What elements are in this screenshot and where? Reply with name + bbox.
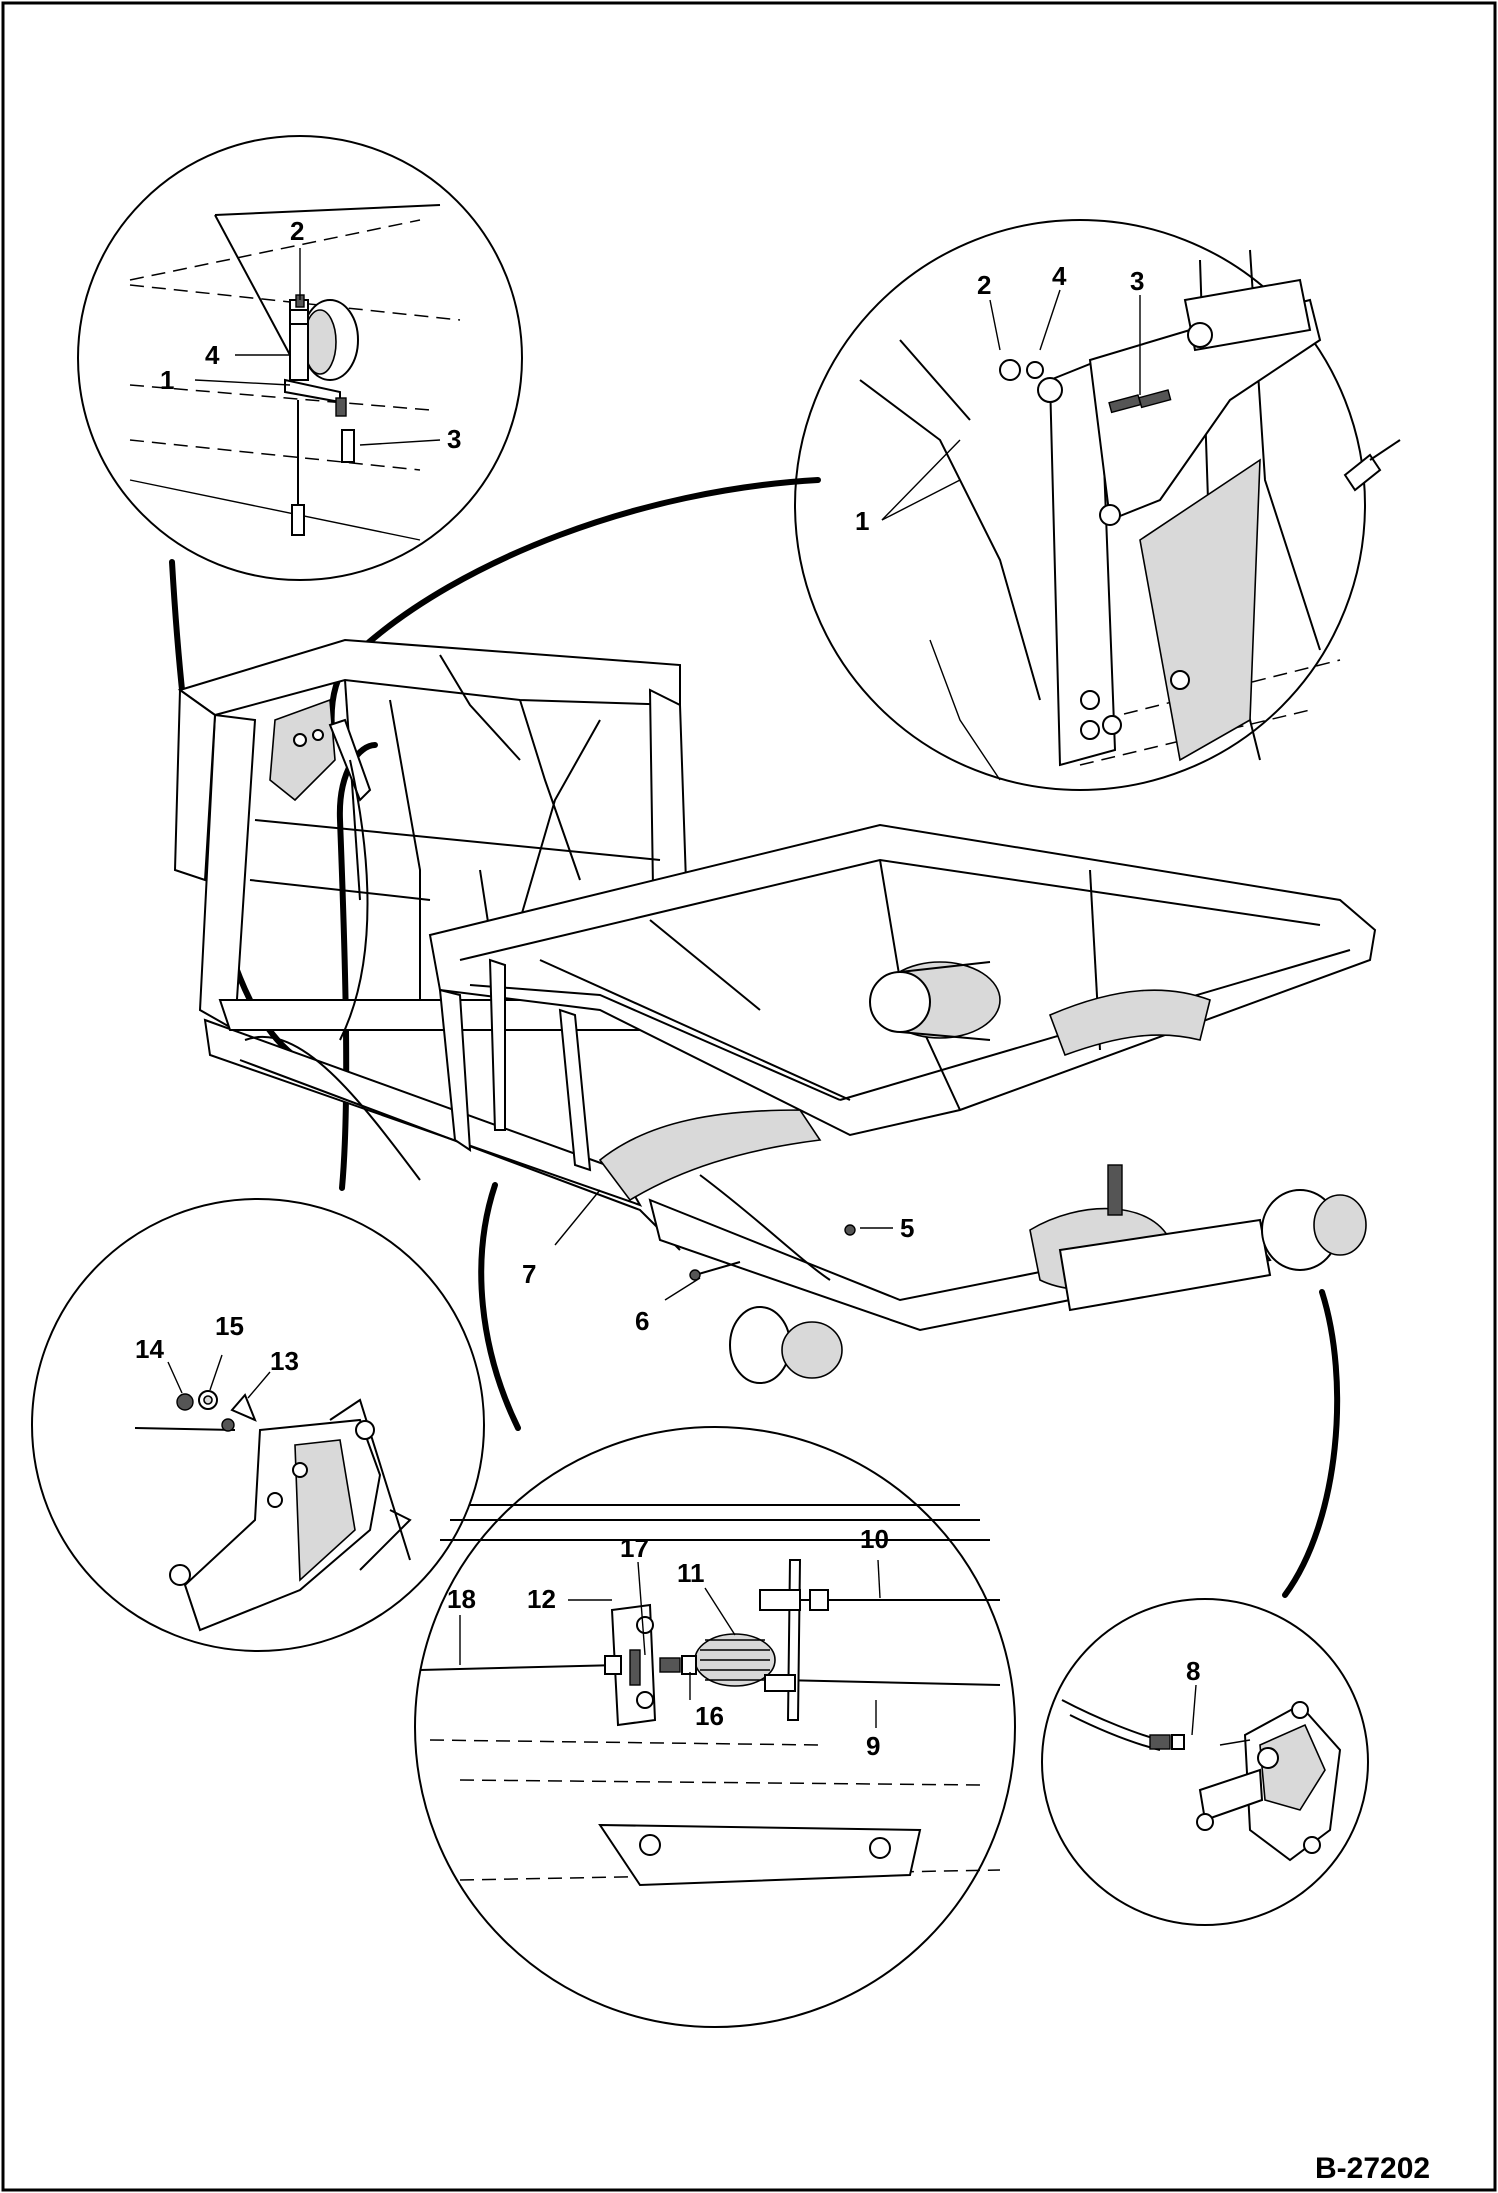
- left-mid-callouts: 14 15 13: [135, 1311, 299, 1399]
- bottom-center-callouts: 17 11 10 12 18 16 9: [447, 1524, 889, 1761]
- callout-2: 2: [290, 216, 304, 246]
- detail-circle-top-right: [794, 219, 1401, 791]
- callout-7: 7: [522, 1259, 536, 1289]
- detail-circle-bottom-center: [414, 1426, 1016, 2028]
- callout-8: 8: [1186, 1656, 1200, 1686]
- callout-15: 15: [215, 1311, 244, 1341]
- callout-9: 9: [866, 1731, 880, 1761]
- callout-1: 1: [160, 365, 174, 395]
- main-chassis-view: [173, 638, 1377, 1384]
- callout-6: 6: [635, 1306, 649, 1336]
- detail-circle-left-mid: [31, 1198, 485, 1652]
- callout-2: 2: [977, 270, 991, 300]
- callout-16: 16: [695, 1701, 724, 1731]
- callout-3: 3: [447, 424, 461, 454]
- callout-18: 18: [447, 1584, 476, 1614]
- figure-id-label: B-27202: [1315, 2152, 1430, 2185]
- callout-1: 1: [855, 506, 869, 536]
- main-callouts: 5 6 7: [522, 1189, 914, 1336]
- callout-11: 11: [677, 1558, 705, 1588]
- callout-17: 17: [620, 1533, 649, 1563]
- callout-5: 5: [900, 1213, 914, 1243]
- callout-14: 14: [135, 1334, 164, 1364]
- bottom-right-callouts: 8: [1186, 1656, 1200, 1736]
- callout-3: 3: [1130, 266, 1144, 296]
- callout-4: 4: [205, 340, 220, 370]
- callout-13: 13: [270, 1346, 299, 1376]
- detail-circle-bottom-right: [1041, 1598, 1369, 1926]
- top-left-callouts: 2 4 1 3: [160, 216, 461, 454]
- top-right-callouts: 2 4 3 1: [855, 261, 1144, 536]
- callout-12: 12: [527, 1584, 556, 1614]
- detail-circle-top-left: [77, 135, 523, 581]
- callout-10: 10: [860, 1524, 889, 1554]
- callout-4: 4: [1052, 261, 1067, 291]
